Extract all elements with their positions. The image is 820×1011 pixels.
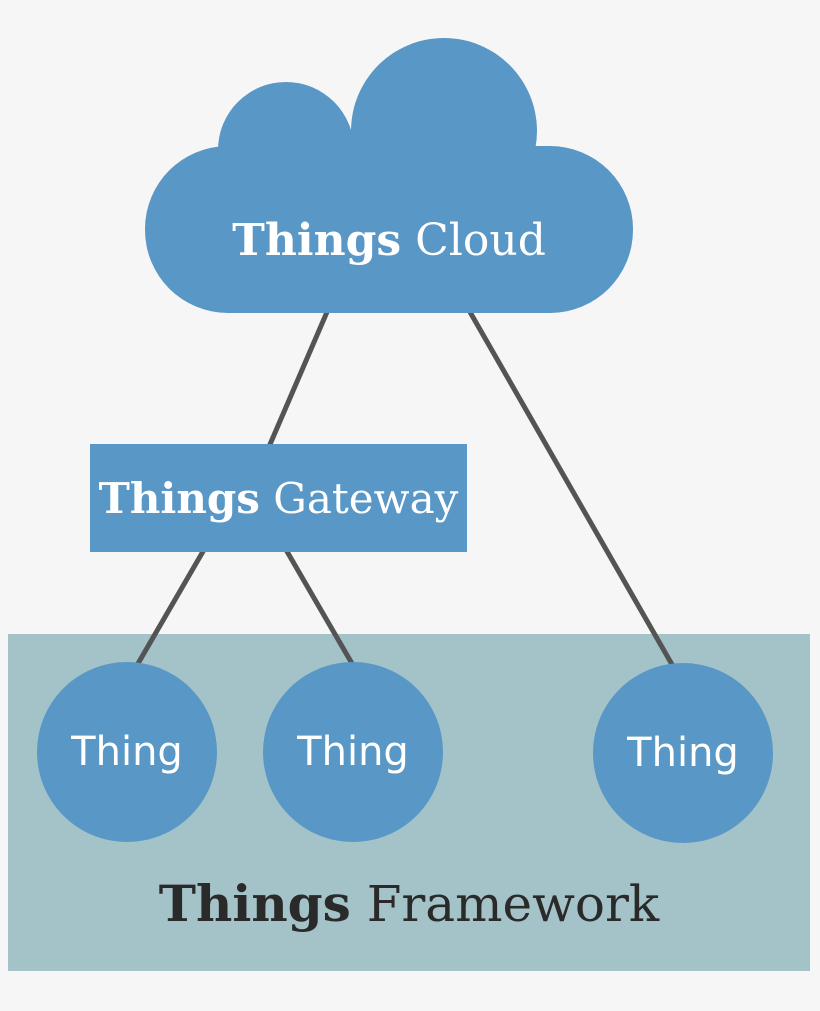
- framework-label: Things Framework: [8, 874, 810, 934]
- gateway-label-bold: Things: [98, 473, 260, 523]
- cloud-label: Things Cloud: [145, 190, 633, 290]
- gateway-node: Things Gateway: [90, 444, 467, 552]
- thing-label: Thing: [71, 729, 183, 775]
- cloud-label-bold: Things: [232, 214, 402, 266]
- thing-node-1: Thing: [37, 662, 217, 842]
- thing-label: Thing: [297, 729, 409, 775]
- connector-cloud-thing3: [467, 310, 677, 670]
- framework-label-bold: Things: [158, 874, 351, 933]
- thing-node-2: Thing: [263, 662, 443, 842]
- cloud-label-regular: Cloud: [415, 214, 546, 266]
- connector-gateway-thing2: [282, 546, 357, 669]
- thing-label: Thing: [627, 730, 739, 776]
- thing-node-3: Thing: [593, 663, 773, 843]
- framework-label-regular: Framework: [366, 875, 660, 933]
- connector-gateway-thing1: [133, 546, 208, 669]
- cloud-shape: [145, 38, 633, 313]
- gateway-label-regular: Gateway: [273, 473, 459, 523]
- connector-cloud-gateway: [265, 311, 330, 450]
